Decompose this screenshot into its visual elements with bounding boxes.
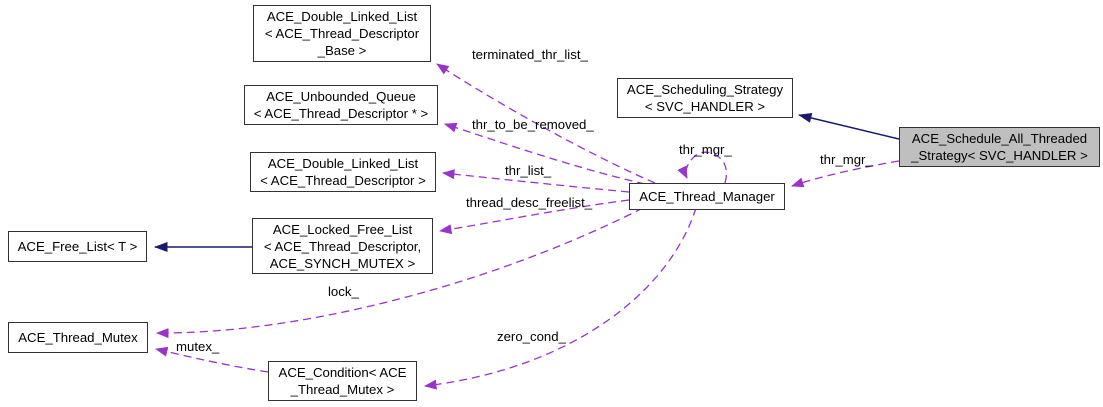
edge-label-thread-desc-freelist: thread_desc_freelist_ — [466, 195, 593, 210]
node-ace-unbounded-queue[interactable]: ACE_Unbounded_Queue < ACE_Thread_Descrip… — [244, 85, 438, 125]
node-ace-free-list[interactable]: ACE_Free_List< T > — [8, 231, 147, 262]
edge-thr-mgr — [791, 160, 900, 188]
edge-label-thr-to-be-removed: thr_to_be_removed_ — [472, 117, 594, 132]
node-ace-scheduling-strategy[interactable]: ACE_Scheduling_Strategy < SVC_HANDLER > — [617, 78, 793, 118]
node-ace-schedule-all-threaded-strategy: ACE_Schedule_All_Threaded _Strategy< SVC… — [899, 127, 1100, 167]
edge-label-mutex: mutex_ — [176, 339, 220, 354]
edge-label-thr-mgr-self: thr_mgr_ — [679, 142, 732, 157]
edge-zero-cond — [424, 207, 697, 390]
node-ace-double-linked-list[interactable]: ACE_Double_Linked_List < ACE_Thread_Desc… — [250, 152, 436, 192]
edge-label-thr-list: thr_list_ — [505, 163, 552, 178]
edge-mutex — [155, 346, 269, 373]
edge-label-terminated-thr-list: terminated_thr_list_ — [472, 47, 588, 62]
node-ace-condition[interactable]: ACE_Condition< ACE _Thread_Mutex > — [268, 361, 417, 401]
edge-label-thr-mgr: thr_mgr_ — [820, 152, 873, 167]
node-ace-locked-free-list[interactable]: ACE_Locked_Free_List < ACE_Thread_Descri… — [252, 218, 433, 274]
node-ace-double-linked-list-base[interactable]: ACE_Double_Linked_List < ACE_Thread_Desc… — [253, 5, 431, 62]
edge-thr-to-be-removed — [444, 122, 646, 185]
node-ace-thread-mutex[interactable]: ACE_Thread_Mutex — [8, 322, 148, 353]
edge-terminated-thr-list — [436, 63, 656, 184]
edge-thread-desc-freelist — [439, 199, 630, 235]
edge-lock — [156, 207, 644, 339]
node-ace-thread-manager[interactable]: ACE_Thread_Manager — [629, 183, 785, 210]
edge-thr-list — [442, 169, 630, 193]
edge-inheritance-schedule-all — [798, 113, 900, 140]
edge-label-zero-cond: zero_cond_ — [497, 329, 566, 344]
edge-thr-mgr-self-loop — [677, 151, 728, 184]
edge-label-lock: lock_ — [328, 284, 359, 299]
